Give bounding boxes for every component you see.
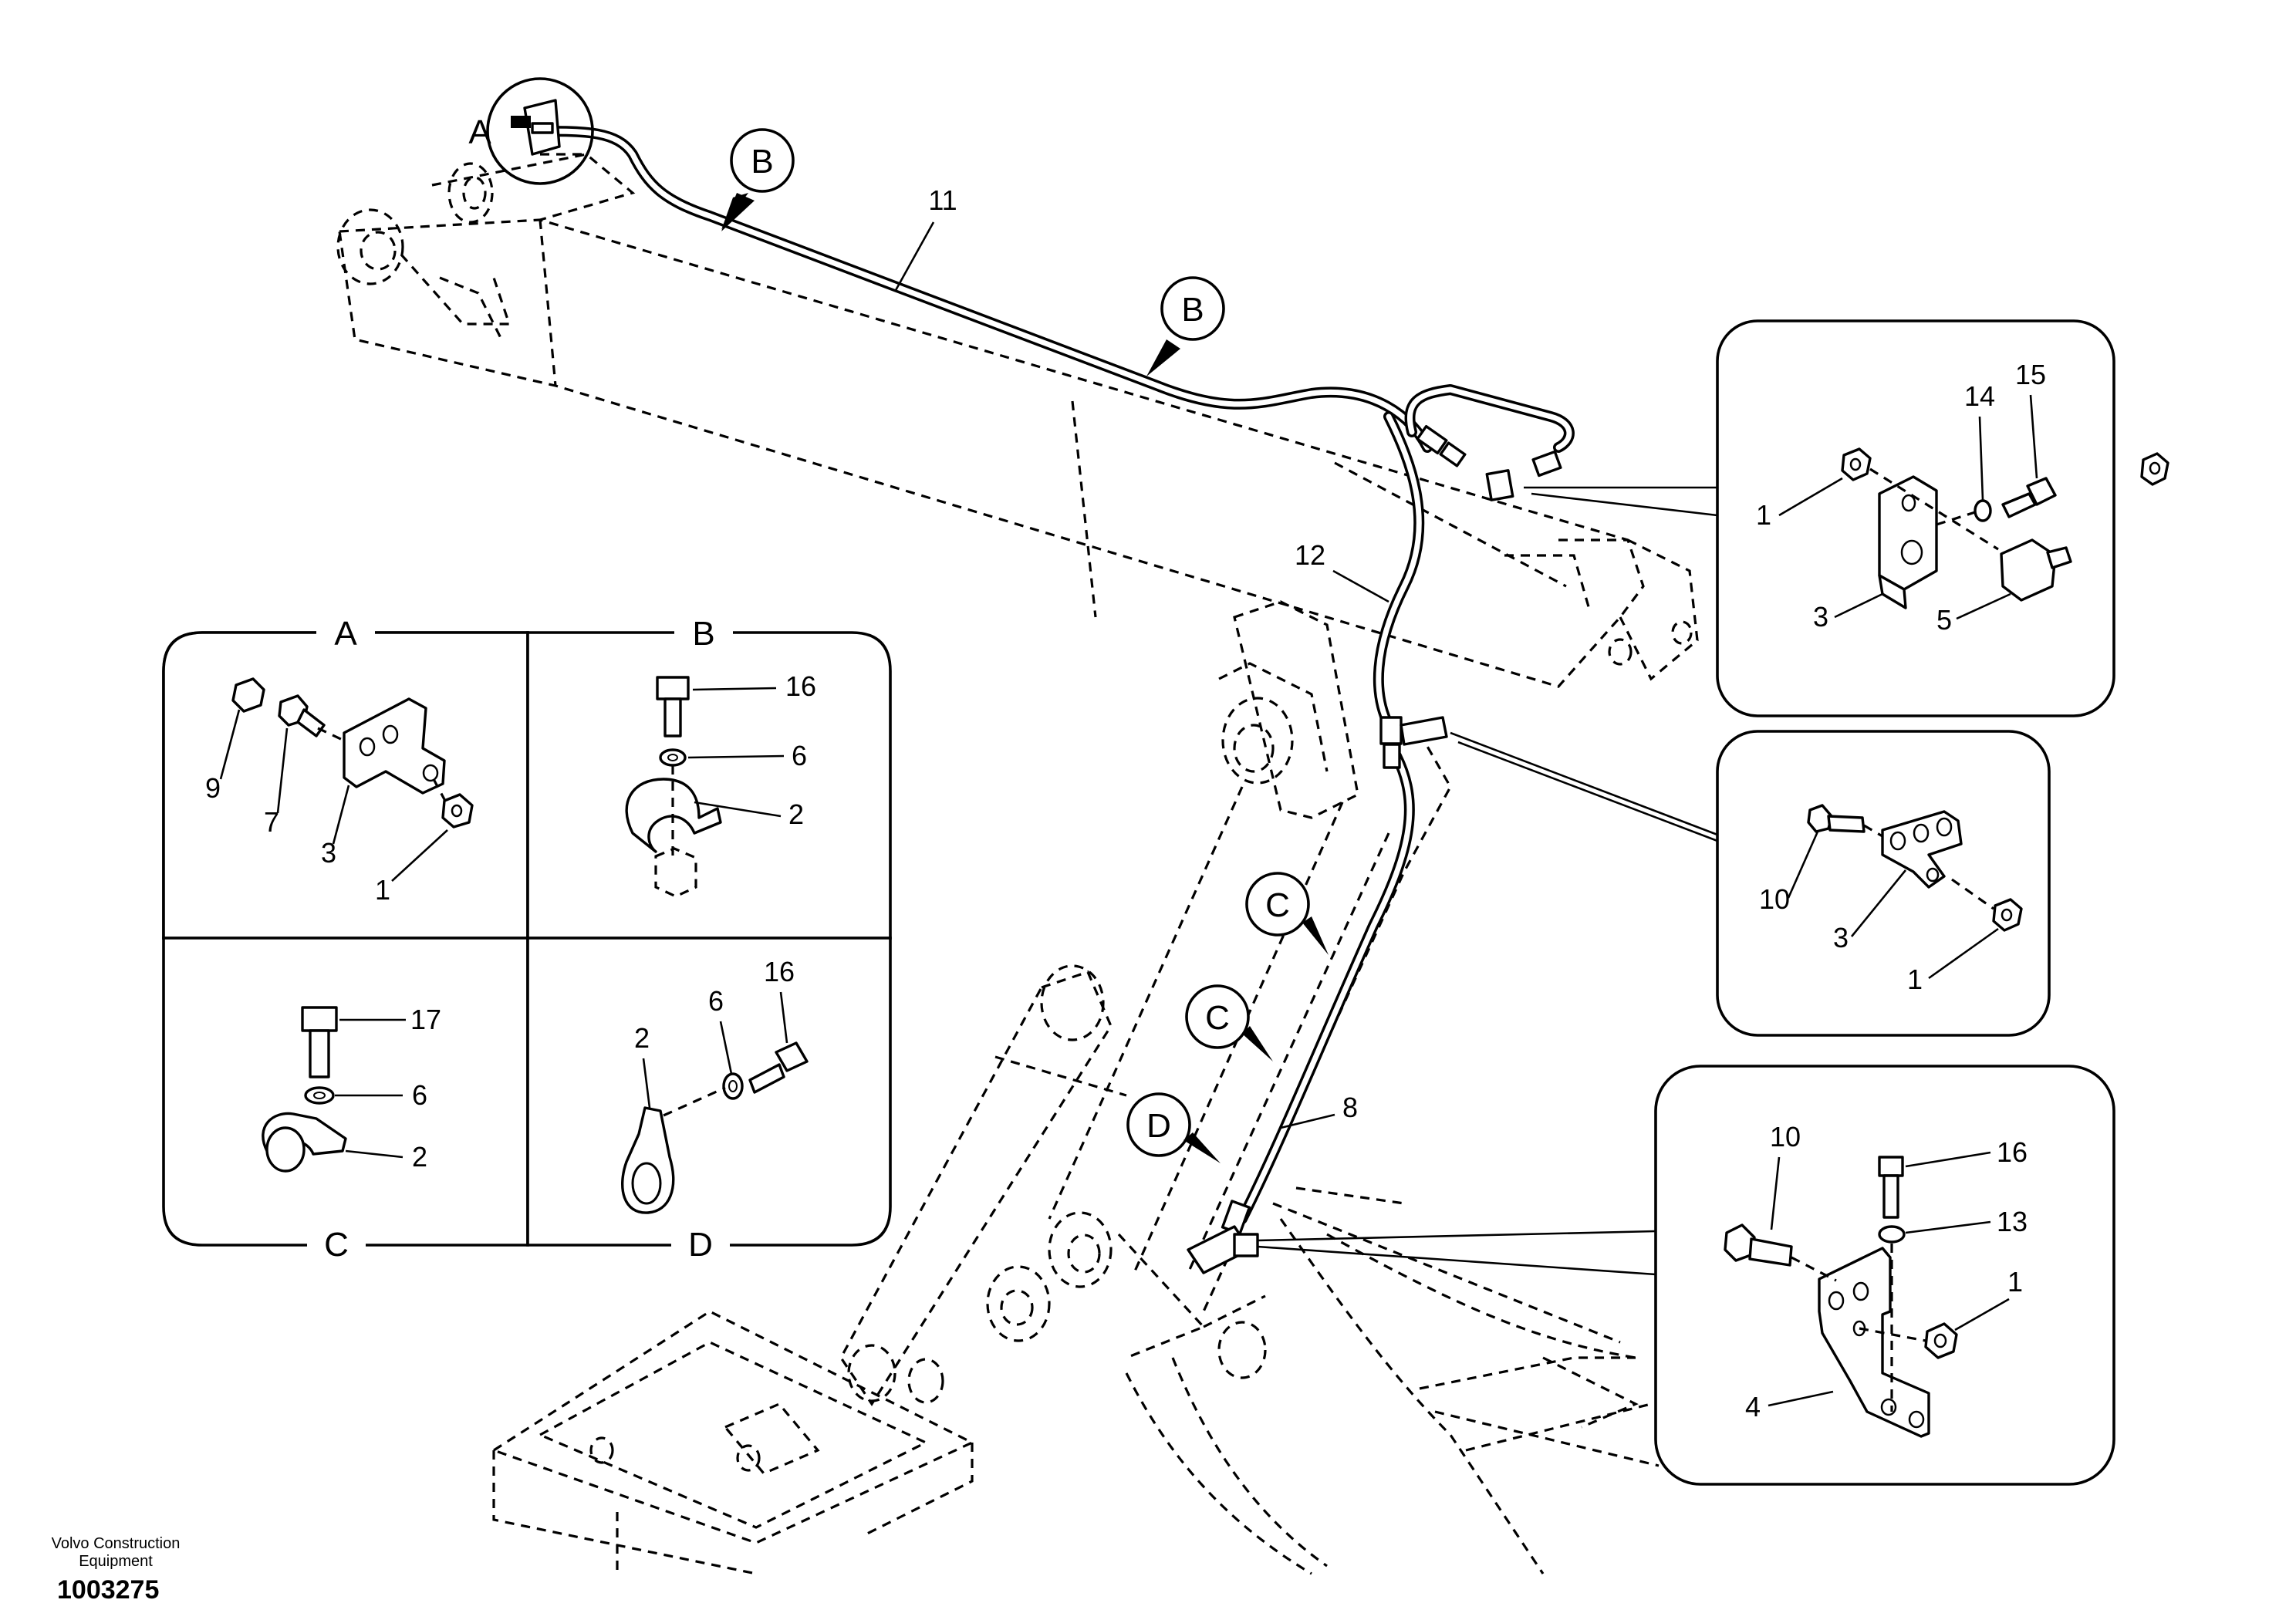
detail-panel-bottom-right: 10 16 13 1 4 — [1654, 1065, 2115, 1486]
callout-1: 1 — [1756, 499, 1771, 531]
callout-12: 12 — [1295, 539, 1389, 603]
panel-a-title: A — [334, 615, 357, 653]
callout-16: 16 — [764, 956, 795, 987]
frame-outline — [491, 1186, 1660, 1575]
detail-panel-d: D 2 6 16 — [526, 937, 892, 1264]
callout-6: 6 — [412, 1079, 427, 1111]
callout-3: 3 — [1833, 922, 1849, 953]
detail-panel-c: C 17 6 2 — [162, 937, 529, 1264]
detail-leaders — [1257, 486, 1718, 1276]
arm-outline — [839, 600, 1452, 1406]
detail-circle-a — [486, 77, 594, 185]
svg-text:11: 11 — [928, 184, 957, 216]
panel-d-title: D — [688, 1226, 713, 1264]
callout-16: 16 — [1997, 1136, 2028, 1168]
callout-15: 15 — [2015, 359, 2046, 390]
callout-8: 8 — [1280, 1092, 1358, 1129]
view-marker-label: B — [751, 143, 773, 181]
view-marker-b-1: B — [721, 128, 795, 231]
view-marker-c-1: C — [1245, 872, 1329, 955]
callout-1: 1 — [2007, 1266, 2023, 1298]
callout-6: 6 — [792, 740, 807, 771]
svg-text:8: 8 — [1342, 1092, 1358, 1123]
drawing-number: 1003275 — [57, 1575, 160, 1605]
callout-5: 5 — [1936, 604, 1952, 636]
callout-13: 13 — [1997, 1206, 2028, 1237]
callout-1: 1 — [375, 874, 390, 906]
hose-8 — [1237, 751, 1415, 1224]
callout-17: 17 — [410, 1004, 441, 1035]
detail-panel-top-right: 1 3 5 14 15 — [1716, 319, 2169, 717]
callout-10: 10 — [1759, 883, 1790, 915]
view-marker-label: B — [1181, 291, 1204, 329]
hose-fittings — [1187, 424, 1562, 1274]
svg-text:12: 12 — [1295, 539, 1325, 571]
view-marker-label: D — [1146, 1107, 1171, 1145]
view-marker-label: C — [1265, 886, 1290, 924]
boom-outline — [336, 153, 1699, 688]
callout-3: 3 — [321, 837, 336, 869]
detail-panel-a: A 9 7 3 1 — [162, 615, 529, 940]
company-line-1: Volvo Construction — [51, 1535, 181, 1552]
callout-10: 10 — [1770, 1121, 1801, 1153]
callout-7: 7 — [264, 806, 279, 838]
callout-2: 2 — [788, 798, 804, 830]
view-marker-label: C — [1205, 999, 1230, 1037]
company-line-2: Equipment — [79, 1553, 153, 1570]
hose-12 — [1373, 384, 1575, 731]
panel-c-title: C — [324, 1226, 349, 1264]
view-marker-b-2: B — [1146, 276, 1225, 376]
company-credit: Volvo Construction Equipment — [31, 1535, 201, 1571]
detail-panel-b: B 16 6 2 — [526, 615, 892, 940]
view-marker-c-2: C — [1185, 984, 1273, 1061]
callout-4: 4 — [1745, 1391, 1761, 1423]
detail-panel-middle-right: 10 3 1 — [1716, 730, 2051, 1037]
callout-11: 11 — [893, 184, 957, 292]
hose-11 — [535, 126, 1433, 453]
view-marker-d: D — [1126, 1092, 1221, 1163]
callout-2: 2 — [634, 1022, 650, 1054]
callout-6: 6 — [708, 985, 724, 1017]
callout-16: 16 — [785, 670, 816, 702]
callout-2: 2 — [412, 1141, 427, 1173]
view-a-marker-label: A — [468, 113, 491, 151]
panel-b-title: B — [692, 615, 714, 653]
callout-1: 1 — [1907, 964, 1923, 995]
callout-3: 3 — [1813, 601, 1828, 633]
callout-14: 14 — [1964, 380, 1995, 412]
callout-9: 9 — [205, 772, 221, 804]
